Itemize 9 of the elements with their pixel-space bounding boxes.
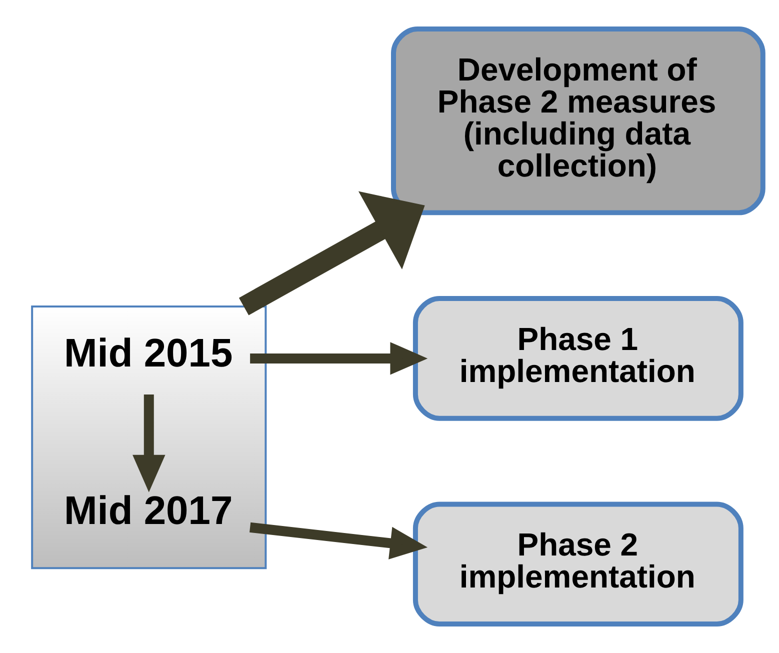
node-text: Mid 2017 (64, 489, 233, 534)
node-box: Phase 2 implementation (412, 502, 744, 626)
cluster (31, 306, 267, 570)
arrow (250, 342, 428, 375)
node-box: Development of Phase 2 measures (including data collection) (391, 26, 766, 216)
node-text: Mid 2015 (64, 331, 233, 376)
arrow (238, 191, 425, 316)
arrow (132, 394, 166, 492)
node-box: Phase 1 implementation (412, 296, 744, 421)
